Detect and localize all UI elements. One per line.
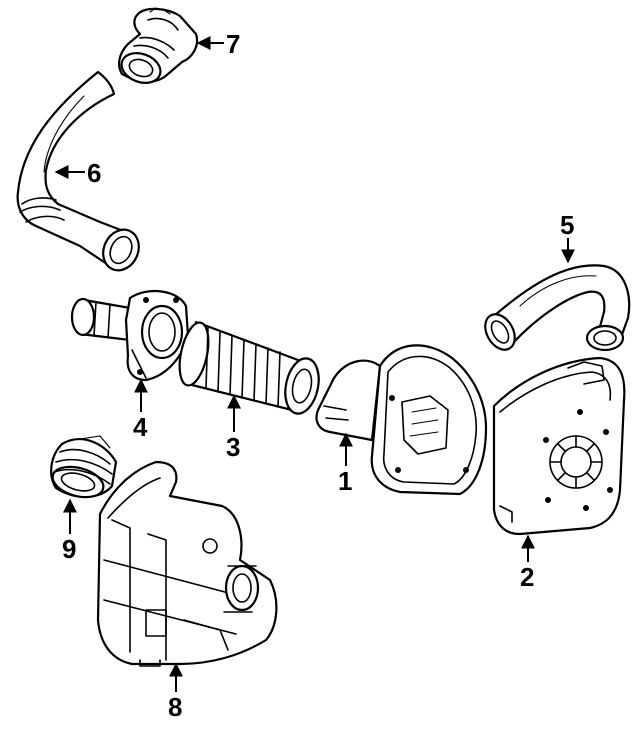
callout-6: 6 — [87, 158, 101, 188]
part-7-elbow-connector[interactable] — [117, 7, 199, 88]
callout-3: 3 — [226, 432, 240, 462]
part-1-housing-cover[interactable] — [315, 344, 488, 496]
part-8-resonator[interactable] — [96, 460, 278, 667]
callout-leaders — [54, 36, 575, 692]
callout-2: 2 — [520, 562, 534, 592]
part-2-housing-base[interactable] — [492, 356, 626, 536]
part-5-u-hose[interactable] — [479, 264, 631, 355]
part-9-coupler-boot[interactable] — [49, 435, 118, 502]
part-3-filter-element[interactable] — [175, 320, 324, 417]
part-4-intake-pipe[interactable] — [70, 290, 190, 382]
callout-9: 9 — [62, 534, 76, 564]
callout-1: 1 — [338, 466, 352, 496]
callout-8: 8 — [168, 692, 182, 722]
callout-5: 5 — [560, 210, 574, 240]
callout-7: 7 — [226, 29, 240, 59]
callout-4: 4 — [133, 412, 148, 442]
callout-labels: 7 6 5 4 3 1 2 9 8 — [62, 29, 574, 722]
part-6-air-hose[interactable] — [16, 70, 146, 276]
